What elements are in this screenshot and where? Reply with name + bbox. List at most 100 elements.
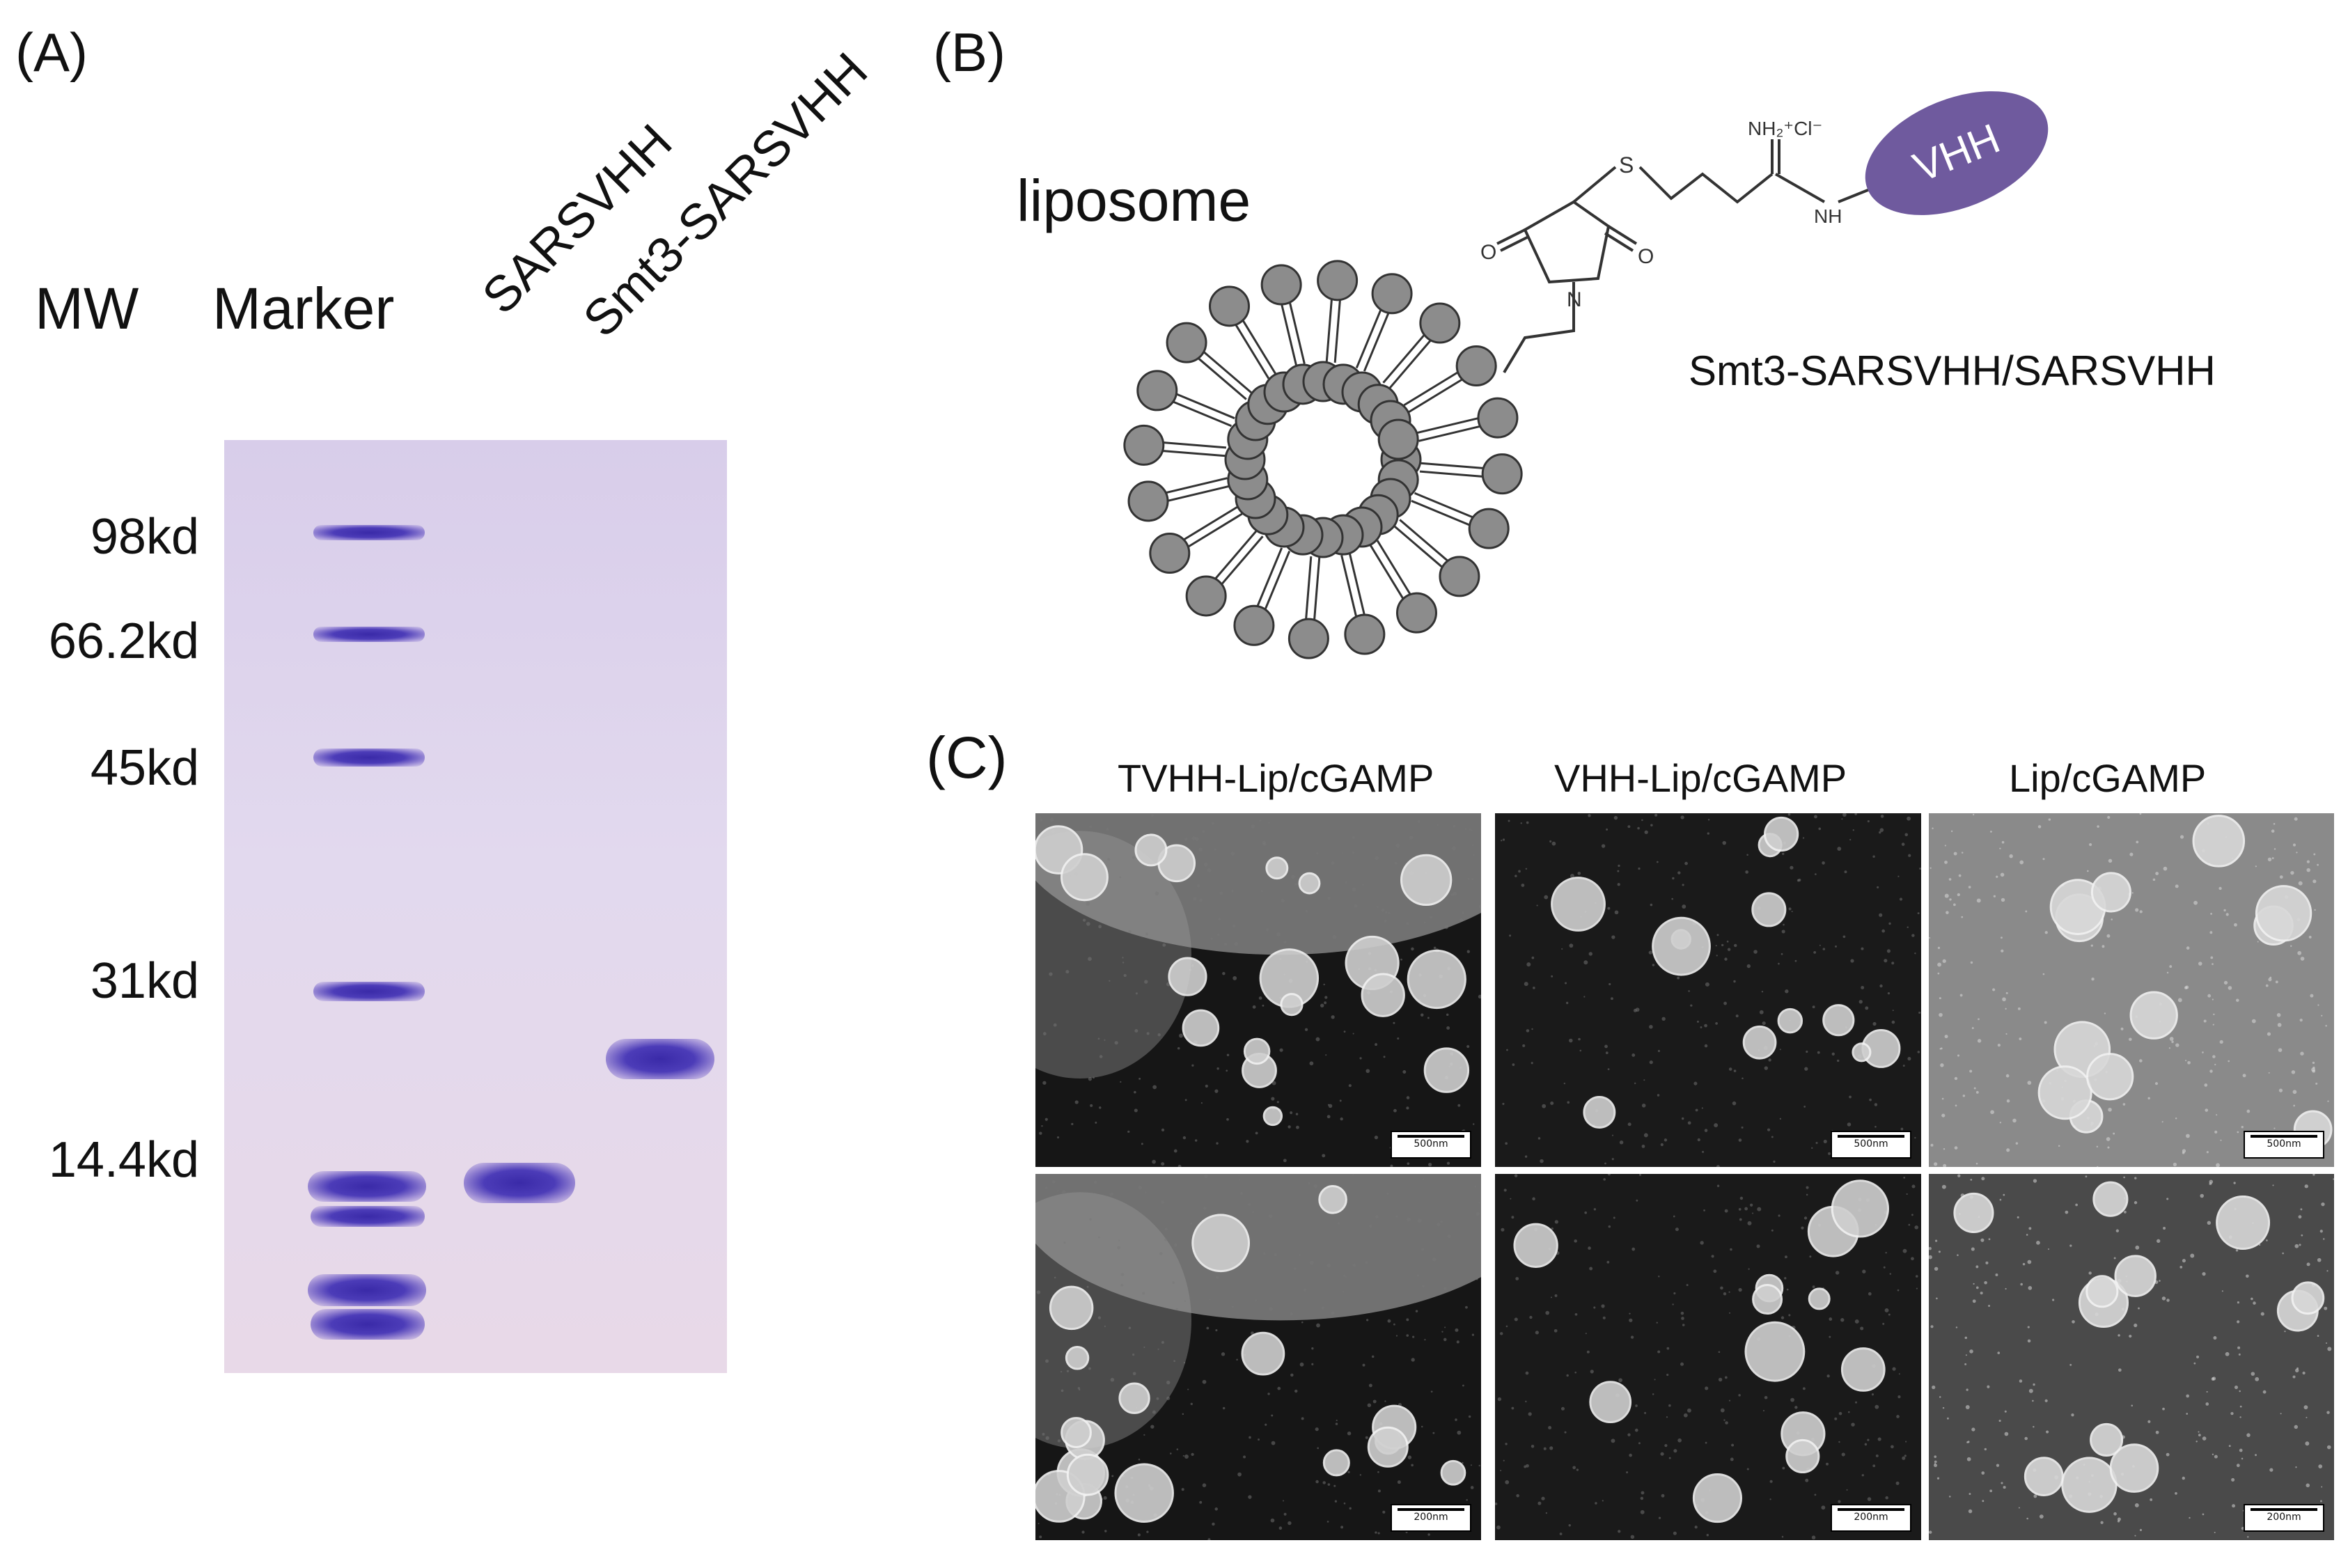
tem-noise xyxy=(1409,836,1414,840)
tem-noise xyxy=(1860,1326,1864,1331)
tem-noise xyxy=(1769,1498,1771,1500)
tem-noise xyxy=(1322,1481,1326,1484)
vesicle-particle xyxy=(2109,1443,2159,1493)
tem-noise xyxy=(2202,1272,2206,1276)
vesicle-particle xyxy=(1407,949,1466,1010)
tem-noise xyxy=(1652,1393,1654,1395)
scale-bar: 200nm xyxy=(1391,1504,1471,1532)
tem-noise xyxy=(1478,1464,1480,1467)
tem-noise xyxy=(1822,948,1826,950)
tem-noise xyxy=(1211,822,1214,825)
tem-noise xyxy=(1690,1004,1693,1007)
tem-noise xyxy=(1990,1110,1994,1115)
tem-noise xyxy=(1959,994,1963,997)
tem-noise xyxy=(1406,1106,1409,1110)
lipid-tail xyxy=(1289,302,1306,364)
tem-noise xyxy=(1906,1193,1908,1195)
tem-noise xyxy=(1720,1286,1723,1290)
tem-noise xyxy=(1643,1133,1648,1138)
tem-noise xyxy=(1303,1288,1306,1292)
tem-noise xyxy=(1644,1411,1647,1414)
tem-noise xyxy=(2026,1234,2028,1236)
outer-lipid-head xyxy=(1468,508,1510,549)
tem-noise xyxy=(1441,1331,1443,1333)
tem-noise xyxy=(2120,1027,2124,1030)
lipid-tail xyxy=(1369,544,1404,599)
tem-noise xyxy=(2175,884,2179,888)
tem-noise xyxy=(1980,1292,1983,1295)
tem-noise xyxy=(2175,1492,2177,1495)
tem-noise xyxy=(1916,1287,1918,1289)
tem-noise xyxy=(1304,1028,1308,1031)
tem-noise xyxy=(2166,1299,2170,1302)
tem-noise xyxy=(1784,1255,1787,1259)
tem-noise xyxy=(1166,1396,1171,1400)
tem-noise xyxy=(2228,1445,2231,1448)
tem-noise xyxy=(1412,1335,1415,1338)
tem-noise xyxy=(2071,1413,2074,1417)
tem-noise xyxy=(1141,1143,1143,1145)
tem-noise xyxy=(1671,897,1674,900)
tem-image-lip-500nm: 500nm xyxy=(1929,813,2334,1167)
tem-noise xyxy=(1474,1186,1477,1188)
tem-noise xyxy=(2327,1100,2329,1102)
tem-noise xyxy=(1374,1136,1379,1140)
tem-noise xyxy=(1173,1243,1177,1247)
tem-noise xyxy=(2027,1081,2032,1085)
tem-noise xyxy=(2005,1033,2007,1035)
tem-noise xyxy=(1258,1438,1260,1441)
tem-noise xyxy=(1526,1464,1529,1468)
tem-noise xyxy=(1544,895,1549,900)
tem-noise xyxy=(2051,1299,2055,1301)
tem-noise xyxy=(2042,858,2045,861)
tem-noise xyxy=(1086,922,1090,926)
tem-noise xyxy=(2113,1132,2115,1135)
tem-noise xyxy=(2075,1203,2078,1207)
tem-noise xyxy=(1771,1229,1774,1232)
tem-noise xyxy=(1416,1274,1420,1277)
tem-noise xyxy=(2044,931,2048,934)
tem-noise xyxy=(1934,1460,1937,1464)
tem-noise xyxy=(1097,1037,1100,1040)
tem-noise xyxy=(1641,819,1643,822)
tem-noise xyxy=(2271,857,2274,859)
tem-noise xyxy=(1515,875,1517,877)
tem-noise xyxy=(2134,1201,2138,1205)
tem-noise xyxy=(1560,1406,1565,1411)
tem-noise xyxy=(1145,1191,1147,1193)
tem-image-vhh-500nm: 500nm xyxy=(1495,813,1921,1167)
tem-noise xyxy=(1182,1413,1184,1416)
tem-noise xyxy=(1053,1023,1057,1027)
tem-noise xyxy=(2301,1234,2303,1237)
tem-noise xyxy=(1202,1483,1207,1487)
tem-noise xyxy=(1584,1211,1588,1214)
tem-noise xyxy=(1826,1462,1829,1466)
tem-noise xyxy=(1716,1165,1720,1167)
vesicle-particle xyxy=(1066,1453,1109,1496)
tem-noise xyxy=(1879,984,1883,988)
tem-noise xyxy=(1875,1125,1877,1128)
tem-noise xyxy=(1295,1113,1299,1115)
tem-noise xyxy=(1079,1388,1081,1391)
tem-noise xyxy=(2205,1108,2209,1112)
tem-noise xyxy=(2028,1286,2033,1290)
oxygen-atom-left: O xyxy=(1480,241,1496,264)
tem-noise xyxy=(2113,1512,2117,1516)
tem-noise xyxy=(1060,1389,1064,1393)
vesicle-particle xyxy=(1114,1463,1174,1523)
tem-noise xyxy=(1990,830,1992,833)
tem-noise xyxy=(1367,1403,1372,1407)
tem-noise xyxy=(2097,825,2099,828)
tem-noise xyxy=(1144,980,1148,984)
tem-noise xyxy=(1568,1524,1571,1527)
vesicle-particle xyxy=(1785,1438,1820,1474)
tem-noise xyxy=(2202,1436,2207,1441)
tem-noise xyxy=(1764,1066,1768,1070)
tem-noise xyxy=(1331,861,1335,865)
tem-noise xyxy=(1955,1104,1957,1107)
tem-noise xyxy=(1325,1054,1327,1056)
tem-noise xyxy=(2293,1104,2295,1107)
tem-noise xyxy=(1172,1281,1175,1284)
tem-image-vhh-200nm: 200nm xyxy=(1495,1174,1921,1540)
tem-noise xyxy=(1476,1212,1480,1216)
